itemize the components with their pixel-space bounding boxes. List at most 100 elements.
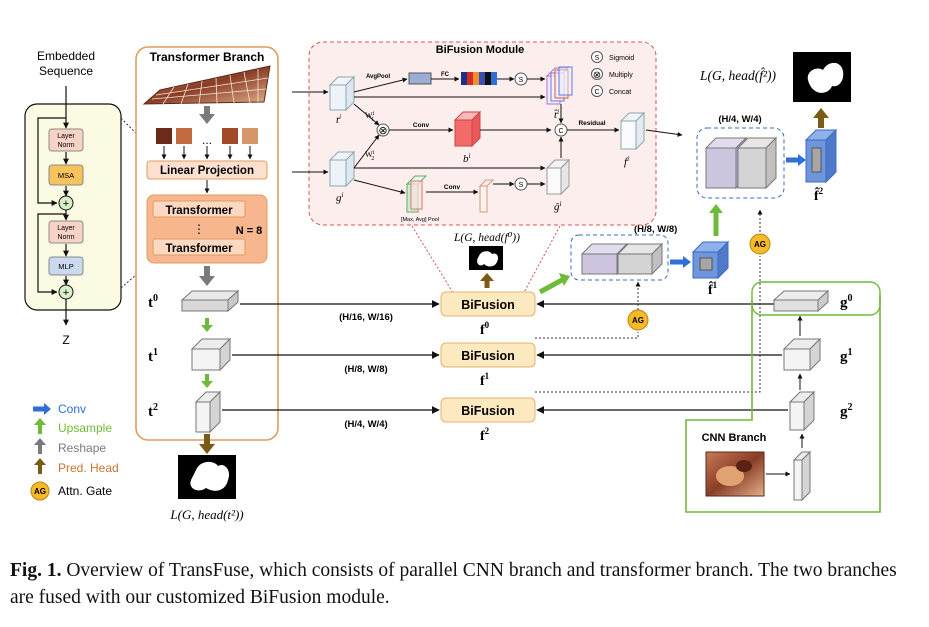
- svg-text:Norm: Norm: [57, 234, 74, 241]
- mask-f0: [469, 246, 503, 270]
- bifusion-block-0: [440, 291, 536, 317]
- transformer-branch-title: Transformer Branch: [150, 50, 265, 64]
- loss-t2-label: L(G, head(t²)): [169, 507, 243, 522]
- f2-hat-cube: [804, 128, 838, 184]
- t-hat-label: t̂i: [553, 108, 559, 121]
- upsample-arrow-t1: [201, 325, 213, 332]
- bi-cube: [453, 110, 482, 148]
- bi-label: bi: [463, 152, 471, 165]
- conv-mask-cube: [478, 179, 495, 213]
- svg-text:MLP: MLP: [58, 262, 73, 271]
- avgpool-vector: [408, 72, 432, 85]
- upsample-arrow-icon: [34, 418, 46, 425]
- svg-text:Transformer: Transformer: [165, 205, 233, 217]
- bifusion-block-2: [440, 397, 536, 423]
- g2-label: g2: [840, 402, 853, 420]
- h4w4-label: (H/4, W/4): [718, 114, 761, 125]
- svg-text:Layer: Layer: [57, 133, 75, 140]
- reshape-arrow-icon: [34, 438, 46, 445]
- t-hat-cube: [545, 66, 573, 105]
- upsample-arrow-f0: [559, 273, 570, 286]
- svg-text:FC: FC: [441, 72, 450, 78]
- mask-f2: [793, 52, 851, 102]
- res-h8-label: (H/8, W/8): [344, 364, 387, 375]
- h4-fusion-cubes: [704, 136, 778, 190]
- conv-arrow-h4: [798, 154, 806, 166]
- add-node-1: [58, 195, 74, 211]
- ti-label: ti: [336, 113, 341, 126]
- msa-box: [48, 164, 84, 186]
- g-hat-label: ĝi: [554, 200, 562, 213]
- reshape-arrow-2: [199, 276, 215, 286]
- loss-f0-label: L(G, head(f⁰)): [453, 232, 520, 244]
- fusion-box-h8: [570, 234, 669, 281]
- t2-feature-map: [194, 390, 222, 434]
- svg-text:AG: AG: [34, 487, 46, 496]
- cnn-branch-panel: [685, 295, 881, 513]
- gi-cube: [328, 150, 356, 188]
- gi-label: gi: [336, 191, 344, 204]
- g-hat-cube: [545, 158, 571, 196]
- svg-text:S: S: [519, 182, 524, 189]
- attention-gate-right: [749, 233, 771, 255]
- svg-text:C: C: [594, 89, 599, 96]
- svg-text:Embedded: Embedded: [37, 49, 95, 63]
- svg-text:S: S: [519, 77, 524, 84]
- g2-feature-map: [788, 390, 816, 432]
- svg-text:...: ...: [202, 133, 212, 147]
- fusion-box-h4: [696, 127, 785, 199]
- linear-projection-box: [146, 160, 268, 180]
- loss-f2-label: L(G, head(f̂²)): [699, 68, 777, 83]
- layer-norm-box-2: [48, 220, 84, 244]
- t2-label: t2: [148, 402, 158, 420]
- svg-text:BiFusion: BiFusion: [461, 404, 514, 418]
- svg-text:BiFusion: BiFusion: [461, 298, 514, 312]
- svg-text:C: C: [558, 128, 563, 135]
- conv-arrow-icon: [44, 403, 51, 415]
- svg-text:Linear Projection: Linear Projection: [160, 165, 254, 177]
- svg-text:⊗: ⊗: [378, 125, 387, 137]
- f1-hat-label: f̂1: [708, 280, 718, 298]
- svg-text:+: +: [63, 287, 69, 299]
- fi-label: fi: [624, 155, 629, 168]
- svg-text:Residual: Residual: [578, 120, 605, 127]
- conv-arrow-h8: [683, 256, 691, 268]
- pred-head-arrow-f2: [813, 108, 829, 118]
- svg-text:⋮: ⋮: [193, 222, 205, 236]
- image-patch-grid: [142, 65, 271, 105]
- h8-fusion-cubes: [580, 242, 664, 276]
- svg-text:BiFusion: BiFusion: [461, 349, 514, 363]
- h8w8-label: (H/8, W/8): [634, 224, 677, 235]
- embedded-sequence-title: Embedded Sequence: [37, 49, 95, 78]
- figure-caption: Fig. 1. Overview of TransFuse, which con…: [10, 557, 915, 611]
- svg-text:Norm: Norm: [57, 142, 74, 149]
- svg-text:AG: AG: [632, 316, 644, 325]
- t1-label: t1: [148, 347, 158, 365]
- pred-head-arrow-f0: [480, 273, 494, 281]
- svg-text:S: S: [595, 55, 600, 62]
- mlp-box: [48, 256, 84, 276]
- pred-head-arrow-t2: [199, 444, 215, 454]
- svg-text:Attn. Gate: Attn. Gate: [58, 484, 112, 498]
- upsample-arrow-f1: [709, 204, 723, 213]
- transfuse-diagram: Embedded Sequence Layer Norm MSA + Layer…: [24, 41, 881, 522]
- f2-hat-label: f̂2: [814, 186, 824, 204]
- svg-text:Reshape: Reshape: [58, 441, 106, 455]
- fi-cube: [619, 111, 646, 151]
- svg-text:MSA: MSA: [58, 171, 74, 180]
- layer-norm-box-1: [48, 128, 84, 152]
- g0-label: g0: [840, 293, 853, 311]
- f2-label: f2: [480, 426, 490, 444]
- svg-text:Pred. Head: Pred. Head: [58, 461, 119, 475]
- svg-text:AvgPool: AvgPool: [366, 74, 390, 80]
- svg-text:AG: AG: [754, 240, 766, 249]
- g1-feature-map: [782, 337, 822, 372]
- svg-text:+: +: [63, 198, 69, 210]
- svg-text:Upsample: Upsample: [58, 421, 112, 435]
- svg-text:Sequence: Sequence: [39, 64, 93, 78]
- maxavg-pool-cube: [405, 175, 428, 213]
- transformer-layer-top: [152, 200, 246, 218]
- svg-text:Sigmoid: Sigmoid: [609, 55, 634, 62]
- svg-text:Transformer: Transformer: [165, 243, 233, 255]
- cnn-input-image: [705, 451, 765, 497]
